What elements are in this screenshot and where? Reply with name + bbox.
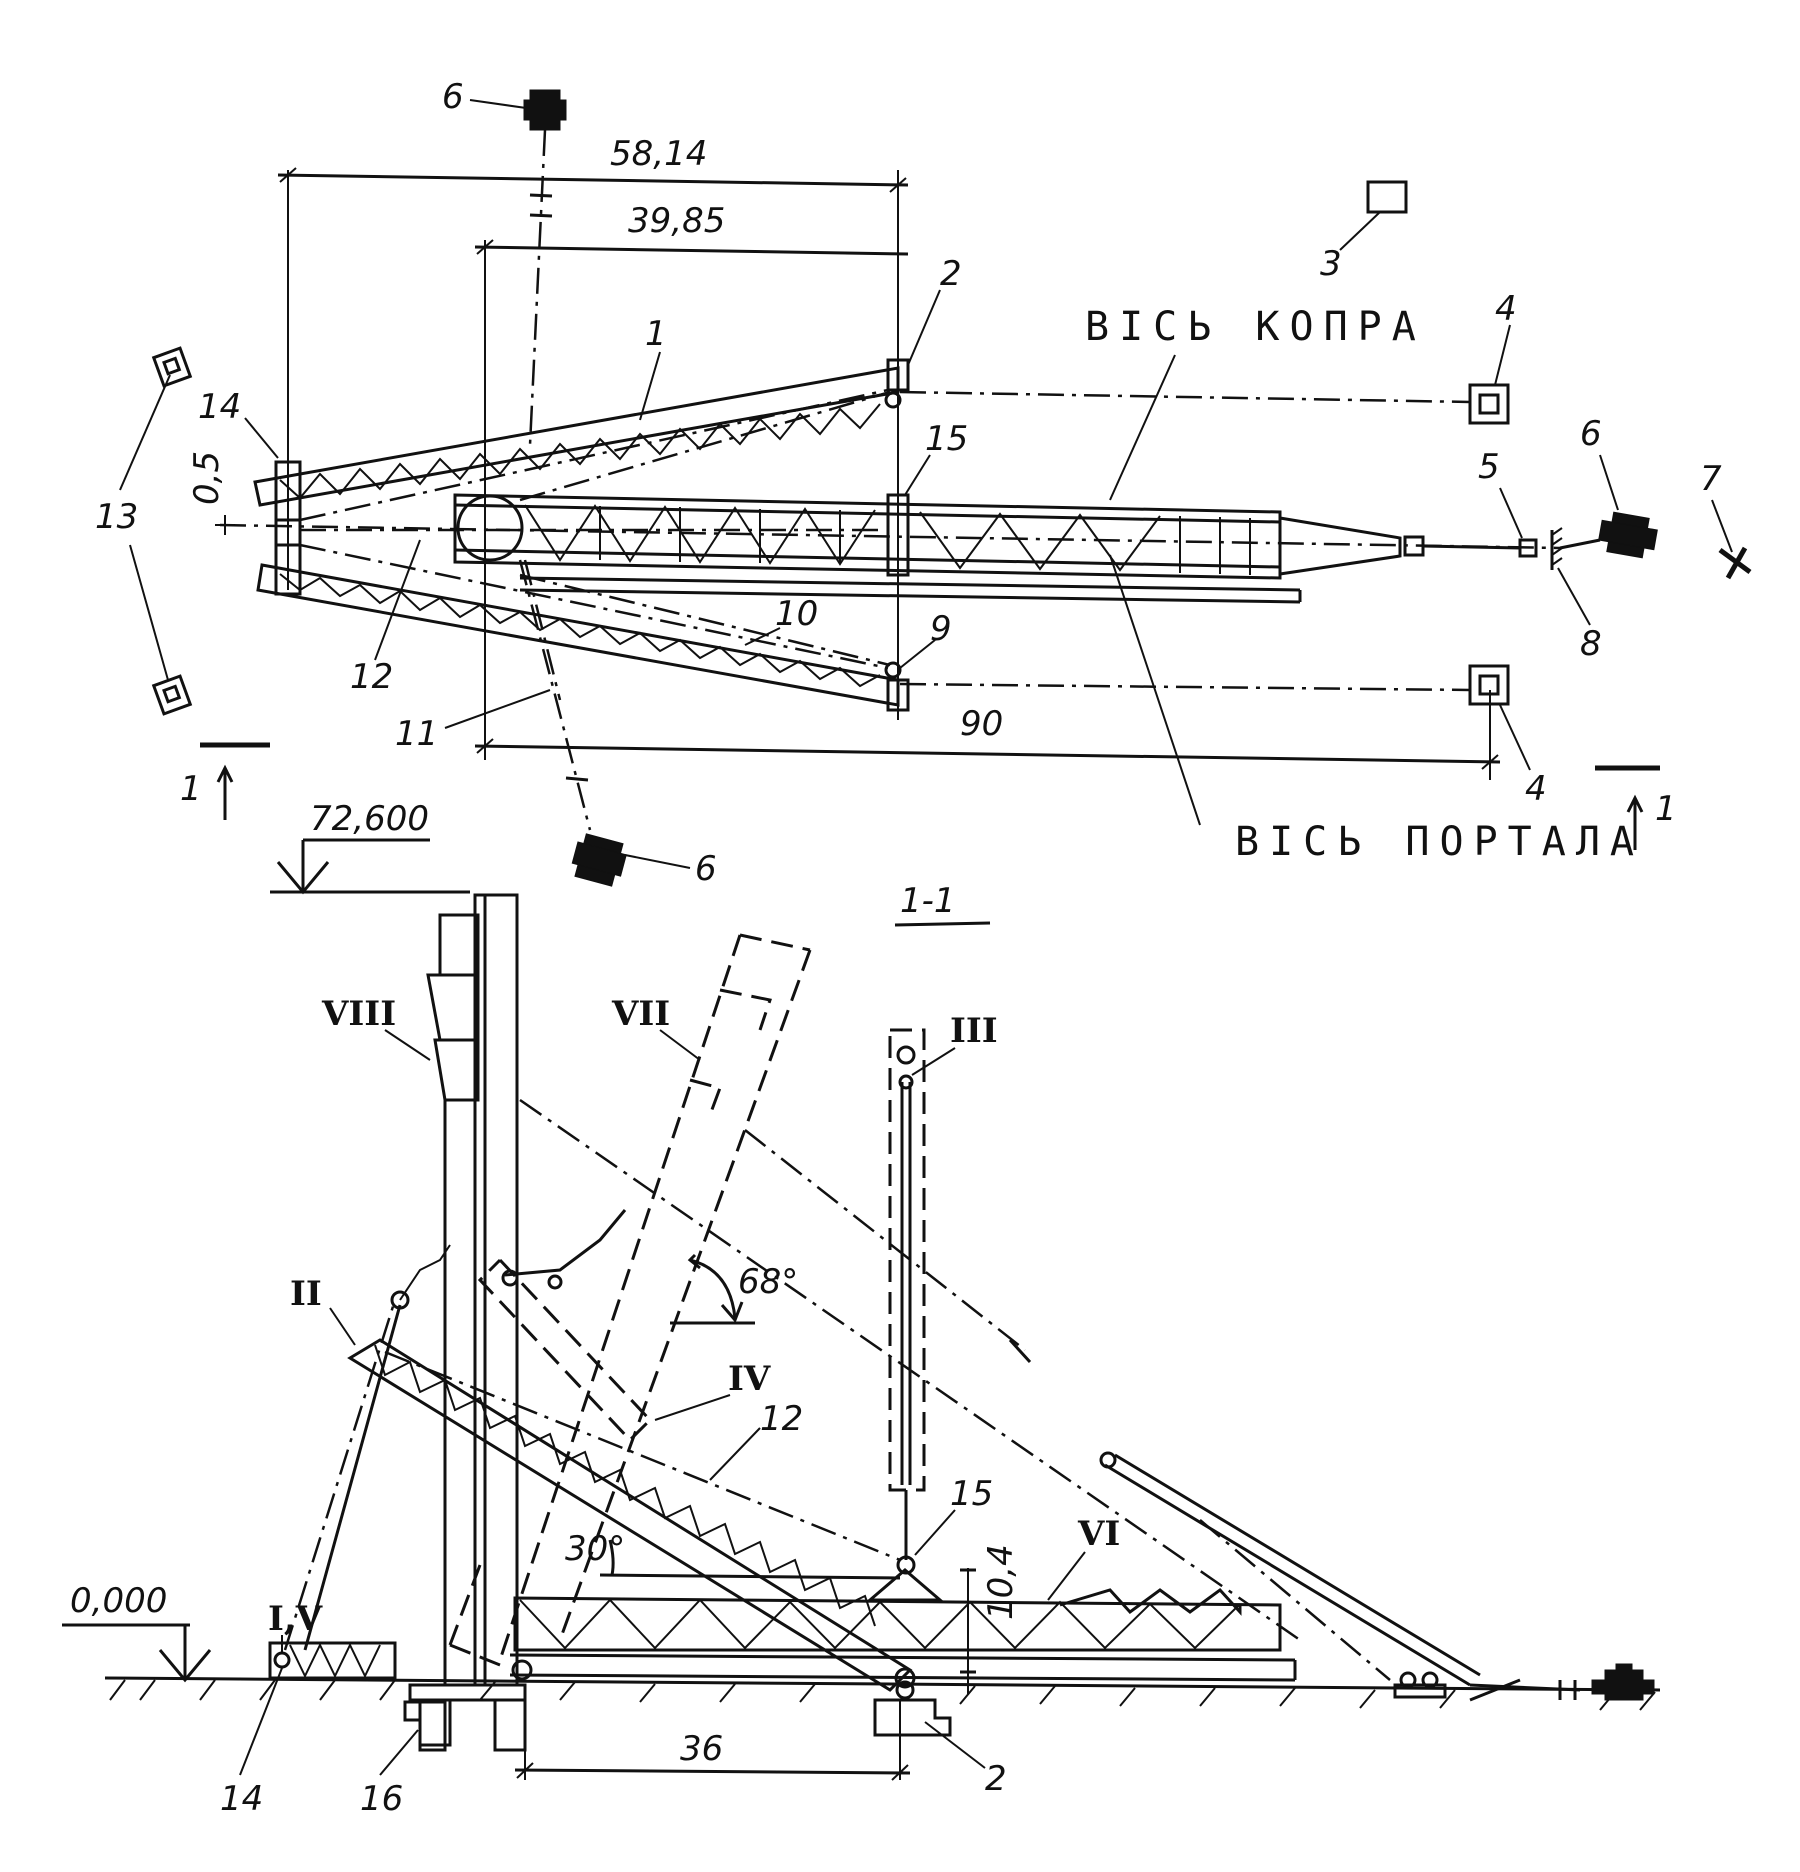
- cable-long-upper: [519, 1098, 1301, 1642]
- dim-label-90: 90: [960, 704, 1003, 744]
- position-VI: VI: [1077, 1514, 1120, 1554]
- section-callouts: 12 15 2 14 16: [220, 1399, 1007, 1819]
- winch-6-right: [1559, 511, 1658, 559]
- angle-30-label: 30°: [565, 1529, 625, 1569]
- callout-15-plan: 15: [925, 419, 968, 459]
- section-mark-right: 1: [1595, 765, 1677, 850]
- elev-zero-label: 0,000: [70, 1581, 167, 1621]
- hinge-base-14: [274, 460, 302, 596]
- callout-8: 8: [1580, 624, 1602, 664]
- callout-4-upper: 4: [1495, 289, 1517, 329]
- dimension-36: 36: [514, 1700, 911, 1781]
- angle-68-label: 68°: [738, 1262, 798, 1302]
- portal-VI: [509, 1568, 1297, 1689]
- dim-label-0-5: 0,5: [187, 451, 227, 505]
- dim-10-4-label: 10,4: [981, 1544, 1021, 1620]
- callout-14-plan: 14: [198, 387, 241, 427]
- plan-view: 58,14 39,85 90 0,5: [95, 77, 1752, 889]
- callout-6-bottom: 6: [695, 849, 717, 889]
- callout-3: 3: [1320, 244, 1342, 284]
- block-5: [1518, 538, 1538, 558]
- angle-30: 30°: [565, 1529, 901, 1580]
- dimension-0-5: 0,5: [187, 451, 235, 535]
- position-IV: IV: [728, 1359, 771, 1399]
- dim-label-39-85: 39,85: [628, 201, 725, 241]
- callout-5: 5: [1478, 447, 1500, 487]
- pile-driver-vertical-VIII: [408, 893, 527, 1752]
- angle-68: 68°: [670, 1253, 798, 1325]
- anchor-3: [1366, 180, 1408, 214]
- anchors-13: [151, 346, 193, 716]
- callout-14-section: 14: [220, 1779, 263, 1819]
- ground-line: [104, 1676, 1661, 1711]
- position-III: III: [950, 1011, 998, 1051]
- foundation-16: [403, 1700, 447, 1752]
- dim-label-58-14: 58,14: [610, 134, 707, 174]
- winch-section: [1591, 1663, 1655, 1701]
- axis-kopra-caption: ВІСЬ КОПРА: [1085, 304, 1426, 501]
- axis-portala-label: ВІСЬ ПОРТАЛА: [1235, 819, 1644, 865]
- callout-10: 10: [775, 594, 818, 634]
- callout-9: 9: [930, 609, 952, 649]
- callout-6-right: 6: [1580, 414, 1602, 454]
- pile-driver-inclined-VII: [448, 933, 812, 1667]
- callout-7: 7: [1700, 459, 1722, 499]
- position-VII: VII: [611, 994, 670, 1034]
- callout-1: 1: [645, 314, 667, 354]
- section-mark-right-label: 1: [1655, 789, 1677, 829]
- callout-12-section: 12: [760, 1399, 803, 1439]
- lower-boom-truss: [256, 563, 900, 707]
- pile-III: [888, 1028, 926, 1575]
- foundation-2: [873, 1680, 952, 1737]
- center-axis-line: [219, 523, 1561, 550]
- tackle-right: [1099, 1451, 1581, 1702]
- callout-16: 16: [360, 1779, 403, 1819]
- dimension-39-85: 39,85: [474, 201, 909, 760]
- pile-driver-plan: [453, 493, 1521, 580]
- dimension-90: 90: [474, 690, 1501, 780]
- position-labels: I,V II III IV VI VII VIII: [268, 994, 1120, 1652]
- hinge-15: [886, 493, 910, 577]
- section-title: 1-1: [900, 881, 956, 921]
- dim-36-label: 36: [680, 1729, 723, 1769]
- axis-portala-caption: ВІСЬ ПОРТАЛА: [1109, 554, 1644, 865]
- boom-position-I-V: [268, 1244, 451, 1680]
- elev-top-label: 72,600: [310, 799, 429, 839]
- section-view: 1-1: [62, 799, 1661, 1819]
- section-mark-left-label: 1: [180, 769, 202, 809]
- anchor-4-upper: [899, 383, 1510, 425]
- winch-6-top: [523, 89, 567, 446]
- boom-truss-II: [347, 1338, 913, 1692]
- callout-11: 11: [395, 714, 438, 754]
- callout-12-plan: 12: [350, 657, 393, 697]
- cable-11-plan: [523, 559, 562, 701]
- callout-2-section: 2: [985, 1759, 1007, 1799]
- winch-6-bottom: [518, 559, 627, 887]
- boom-tip-hinges: [884, 358, 910, 712]
- upper-boom-truss: [253, 366, 900, 507]
- cable-12-section: [384, 1350, 901, 1562]
- pile-driver-IV: [477, 1209, 653, 1443]
- anchor-4-lower: [899, 664, 1510, 706]
- elevation-72-600: 72,600: [270, 799, 470, 895]
- callout-13: 13: [95, 497, 138, 537]
- callout-2-plan: 2: [940, 254, 962, 294]
- elevation-0-000: 0,000: [62, 1581, 212, 1683]
- cable-VII-guy: [744, 1129, 1026, 1351]
- position-II: II: [290, 1274, 322, 1314]
- plan-callouts: 1 2 3 4 4 5 6 6 6 7 8 9 10 11: [95, 77, 1733, 889]
- anchor-7-cross: [1718, 546, 1752, 580]
- position-VIII: VIII: [321, 994, 396, 1034]
- portal-chord: [519, 576, 1301, 592]
- axis-kopra-label: ВІСЬ КОПРА: [1085, 304, 1426, 350]
- position-I-V: I,V: [268, 1599, 323, 1639]
- callout-4-lower: 4: [1525, 769, 1547, 809]
- callout-15-section: 15: [950, 1474, 993, 1514]
- section-mark-left: 1: [180, 742, 270, 820]
- callout-6-top: 6: [442, 77, 464, 117]
